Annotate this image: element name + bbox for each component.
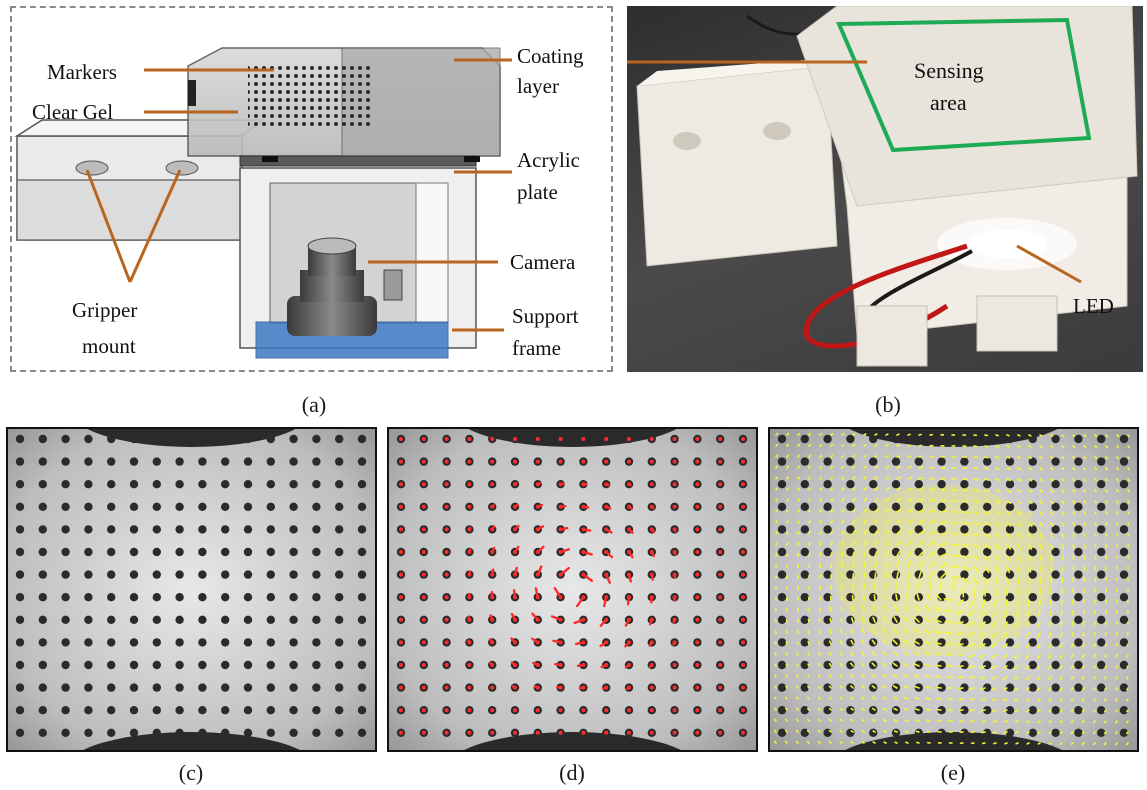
leader-lines — [85, 58, 512, 332]
marker-array — [248, 64, 374, 128]
panel-b-photo: Sensing area LED — [627, 6, 1143, 372]
label-support-1: Support — [512, 304, 579, 328]
caption-a: (a) — [301, 392, 327, 417]
label-acrylic-2: plate — [517, 180, 558, 204]
markers-flow-field — [770, 429, 1137, 750]
label-support-2: frame — [512, 336, 561, 360]
label-coating-2: layer — [517, 74, 559, 98]
panel-c-marker-image — [6, 427, 377, 752]
label-acrylic-1: Acrylic — [517, 148, 580, 172]
label-gripper-mount-1: Gripper — [72, 298, 138, 322]
caption-b: (b) — [875, 392, 901, 417]
displacement-vectors — [399, 437, 745, 735]
caption-e: (e) — [940, 760, 966, 785]
label-markers: Markers — [47, 60, 117, 84]
label-gripper-mount-2: mount — [82, 334, 136, 358]
mount-hole-right — [165, 160, 199, 176]
caption-c: (c) — [178, 760, 204, 785]
photo-gripper-arm — [636, 65, 838, 267]
marker-dots — [15, 434, 367, 737]
sensing-area-outline — [835, 17, 1092, 153]
label-camera: Camera — [510, 250, 576, 274]
panel-d-marker-image — [387, 427, 758, 752]
markers-displacement — [389, 429, 756, 750]
label-clear-gel: Clear Gel — [32, 100, 114, 124]
caption-d: (d) — [559, 760, 585, 785]
flow-vectors — [773, 432, 1131, 746]
markers-raw — [8, 429, 375, 750]
panel-e-marker-image — [768, 427, 1139, 752]
sensor-cad-drawing — [14, 47, 512, 359]
label-led: LED — [1073, 294, 1114, 318]
sensor-photo-drawing — [627, 6, 1138, 367]
mount-hole-left — [75, 160, 109, 176]
label-coating-1: Coating — [517, 44, 584, 68]
panel-a-frame: Markers Clear Gel Gripper mount Coating … — [10, 6, 613, 372]
label-sensing-2: area — [930, 90, 967, 115]
camera-model — [287, 237, 403, 336]
label-sensing-1: Sensing — [914, 58, 984, 83]
